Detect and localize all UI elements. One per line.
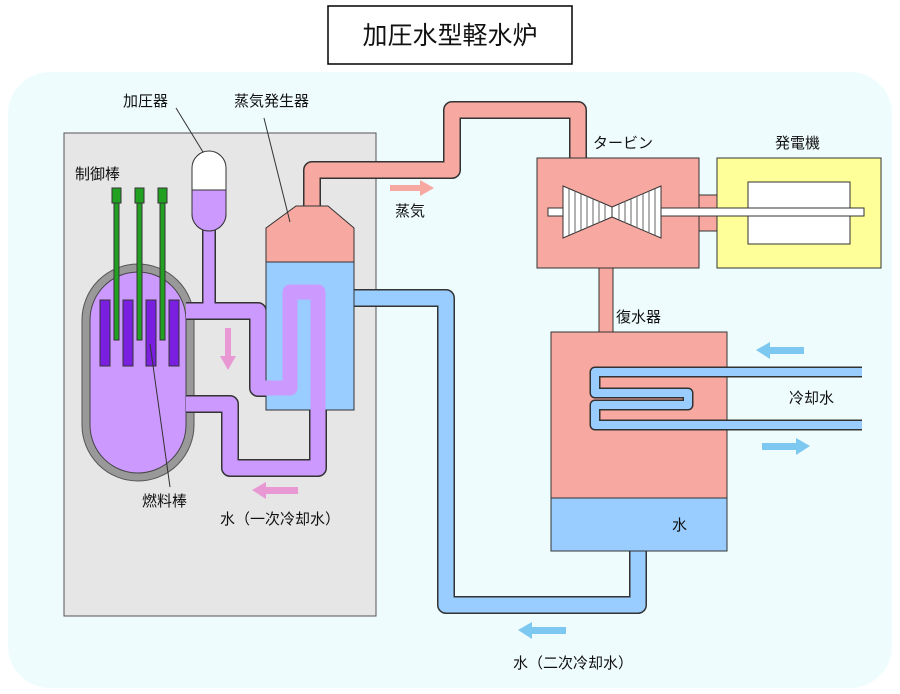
primary-water-label: 水（一次冷却水）: [220, 510, 340, 528]
cooling-in-arrow: [756, 342, 804, 359]
turbine-rotor: [562, 185, 662, 239]
turbine-label: タービン: [593, 134, 653, 152]
fuel-rod: [122, 299, 134, 367]
page-title: 加圧水型軽水炉: [362, 21, 537, 50]
flow-arrows: [220, 180, 810, 639]
labels: 加圧器 蒸気発生器 制御棒 燃料棒 水（一次冷却水） 蒸気 タービン 発電機 復…: [75, 92, 834, 672]
fuel-rod: [145, 299, 157, 367]
steam-label: 蒸気: [395, 202, 425, 220]
primary-down-arrow: [220, 328, 236, 370]
steam-right-arrow: [390, 180, 434, 196]
primary-coolant-fill: [186, 230, 326, 476]
secondary-water-pipe: [352, 289, 647, 614]
turbine-shaft: [547, 207, 865, 217]
primary-left-arrow: [252, 482, 298, 499]
cooling-water-pipe: [589, 366, 862, 431]
fuel-rod: [99, 299, 111, 367]
condenser-label: 復水器: [616, 308, 661, 326]
pressurizer: [191, 150, 227, 232]
leader-lines: [149, 107, 291, 488]
control-rods: [111, 187, 168, 341]
cooling-out-arrow: [762, 438, 810, 455]
condenser-water-label: 水: [672, 516, 687, 534]
pressurizer-label: 加圧器: [123, 92, 168, 110]
secondary-left-arrow: [518, 622, 566, 639]
title-box: 加圧水型軽水炉: [327, 5, 573, 65]
generator-label: 発電機: [775, 134, 820, 152]
secondary-water-label: 水（二次冷却水）: [513, 654, 633, 672]
fuel-rods-label: 燃料棒: [142, 492, 187, 510]
condenser: [550, 331, 728, 552]
fuel-rods: [99, 299, 180, 367]
steam-generator-label: 蒸気発生器: [234, 92, 309, 110]
cooling-water-label: 冷却水: [789, 389, 834, 407]
fuel-rod: [168, 299, 180, 367]
steam-generator: [265, 205, 355, 411]
steam-pipe: [303, 101, 614, 335]
control-rods-label: 制御棒: [75, 165, 120, 183]
